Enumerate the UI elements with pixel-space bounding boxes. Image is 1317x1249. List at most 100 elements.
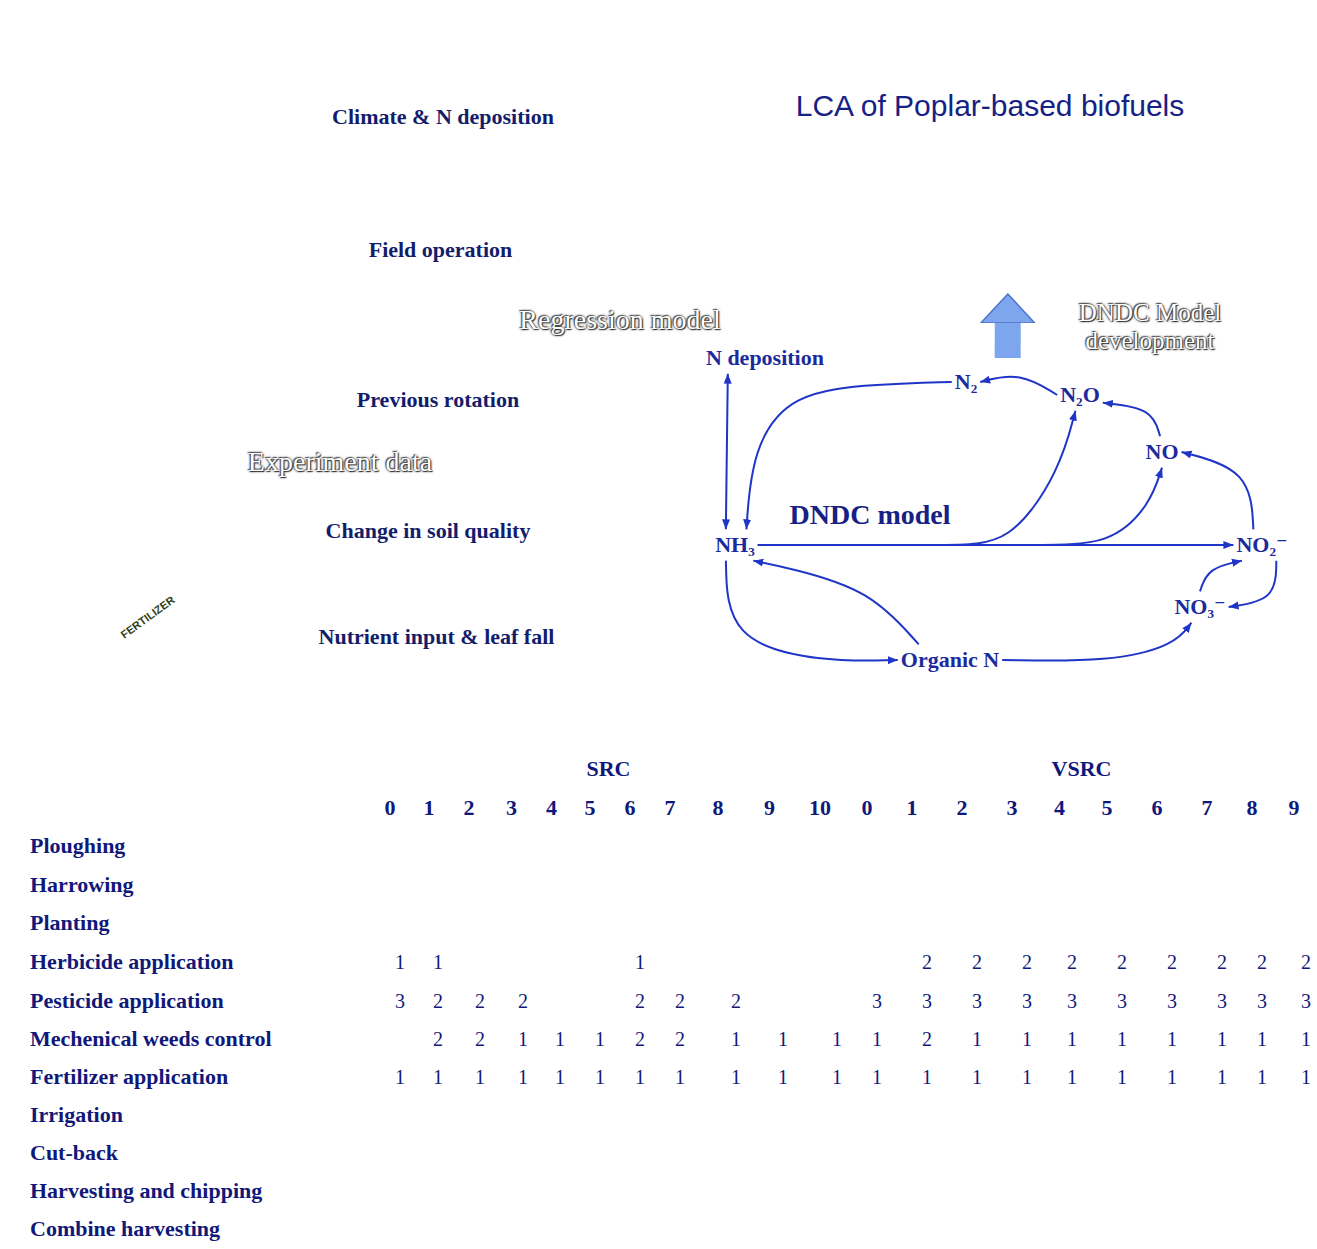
table-value: 1 [1022,1066,1032,1089]
table-cell: 1 [1232,1020,1272,1058]
layout-part [124,112,130,126]
shaded-cell [370,1096,410,1134]
table-value: 2 [922,951,932,974]
shaded-cell [1182,942,1232,982]
table-value: 1 [1257,1028,1267,1051]
table-cell: 3 [987,790,1037,826]
layout-part [160,516,204,575]
table-cell: 2 [650,1020,690,1058]
shaded-cell [1182,1058,1232,1096]
table-cell: 2 [1132,942,1182,982]
table-cell: 2 [1082,942,1132,982]
table-value: 1 [1257,1066,1267,1089]
table-value: 1 [1167,1028,1177,1051]
table-value: 2 [675,990,685,1013]
shaded-cell [847,1020,887,1058]
column-heading: 6 [1152,795,1163,820]
foliage [828,138,892,242]
shaded-cell [1182,1020,1232,1058]
shaded-cell [1272,1058,1316,1096]
shaded-cell [1182,1096,1232,1134]
foliage [190,328,228,382]
shaded-cell [1082,1058,1132,1096]
truck-window [1114,158,1138,176]
table-cell: 2 [1232,942,1272,982]
table-value: 2 [433,990,443,1013]
sky [90,328,228,428]
shaded-cell [1082,1210,1132,1248]
shaded-cell [490,1020,533,1058]
table-value: 2 [1217,951,1227,974]
shaded-cell [650,1096,690,1134]
wheel [1239,192,1265,218]
row-heading: Combine harvesting [30,1216,220,1241]
table-cell: 1 [690,1058,746,1096]
shaded-cell [746,1058,793,1096]
species-label: NO₂⁻ [1236,532,1287,557]
layout-part [120,516,160,575]
table-cell: Fertilizer application [25,1058,370,1096]
table-cell: 1 [610,942,650,982]
table-cell: 4 [533,790,570,826]
grid-line [25,747,1316,749]
input-arrow: Climate & N deposition [245,85,690,149]
grid-line [25,1019,1316,1021]
flow-arrow [753,561,918,645]
shaded-cell [847,1096,887,1134]
table-cell: 2 [448,790,490,826]
sky [92,462,228,522]
table-cell: Herbicide application [25,942,370,982]
column-heading: VSRC [1052,756,1112,781]
table-cell: 2 [1182,942,1232,982]
shaded-cell [610,942,650,982]
shaded-cell [746,1020,793,1058]
table-cell: 5 [1082,790,1132,826]
shaded-cell [847,866,887,904]
shaded-cell [793,1172,847,1210]
shaded-cell [987,982,1037,1020]
grid-line [25,1247,1316,1249]
shaded-cell [987,1058,1037,1096]
hub [1140,200,1150,210]
table-cell: 2 [1272,942,1316,982]
input-label: Field operation [369,237,513,262]
table-value: 1 [518,1028,528,1051]
layout-part [60,112,66,126]
shaded-cell [1272,982,1316,1020]
table-cell: 2 [937,790,987,826]
table-value: 1 [433,1066,443,1089]
layout-part [92,516,160,575]
shaded-cell [847,1058,887,1096]
shaded-cell [410,1058,448,1096]
table-value: 1 [972,1066,982,1089]
row-heading: Mechenical weeds control [30,1026,272,1051]
table-cell: 2 [937,942,987,982]
grid-line [409,790,411,1248]
truck-icon [1080,152,1298,218]
species-label: N₂ [955,369,977,394]
shaded-cell [448,1020,490,1058]
column-heading: 8 [1247,795,1258,820]
table-cell: Combine harvesting [25,1210,370,1248]
table-cell: 3 [1272,982,1316,1020]
truck-cab [1106,152,1162,200]
table-cell: SRC [370,748,847,790]
column-heading: 1 [424,795,435,820]
table-cell: Ploughing [25,826,370,866]
layout-part [114,132,120,146]
shaded-cell [690,1058,746,1096]
row-heading: Cut-back [30,1140,118,1165]
table-value: 1 [433,951,443,974]
flux-label: N deposition [703,342,827,373]
shaded-cell [937,1020,987,1058]
layout-part [797,277,803,283]
table-cell: 1 [1037,1058,1082,1096]
shaded-cell [847,904,887,942]
shaded-cell [937,1058,987,1096]
layout-part [181,71,185,75]
grid-line [745,790,747,1248]
shaded-cell [887,1020,937,1058]
block-arrow [246,371,679,429]
table-cell: 6 [1132,790,1182,826]
